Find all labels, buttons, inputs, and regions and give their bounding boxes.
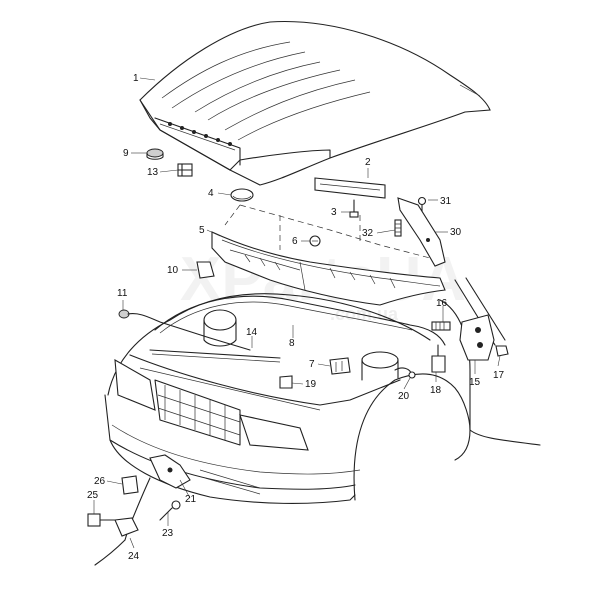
leader-lines xyxy=(93,77,501,549)
callout-18: 18 xyxy=(430,385,442,396)
lock-21 xyxy=(149,454,191,489)
callout-6: 6 xyxy=(292,236,298,247)
seal-strip xyxy=(314,177,386,199)
lever-24 xyxy=(94,477,151,566)
callout-30: 30 xyxy=(450,227,462,238)
release-cable xyxy=(118,309,251,351)
callout-16: 16 xyxy=(436,298,448,309)
callout-32: 32 xyxy=(362,228,374,239)
callout-3: 3 xyxy=(331,207,337,218)
callout-19: 19 xyxy=(305,379,317,390)
callout-26: 26 xyxy=(94,476,106,487)
stay-18 xyxy=(431,344,446,373)
bump-stop xyxy=(146,148,164,160)
cable-end-20 xyxy=(394,367,416,379)
bolt-23 xyxy=(159,500,181,521)
callout-13: 13 xyxy=(147,167,159,178)
bolt-25 xyxy=(87,513,119,527)
callout-1: 1 xyxy=(133,73,139,84)
callout-11: 11 xyxy=(117,288,128,299)
callout-9: 9 xyxy=(123,148,129,159)
callout-21: 21 xyxy=(185,494,197,505)
bonnet xyxy=(139,20,491,186)
callout-4: 4 xyxy=(208,188,214,199)
callout-17: 17 xyxy=(493,370,505,381)
grommet-6 xyxy=(309,235,321,247)
callout-7: 7 xyxy=(309,359,315,370)
watermark-sub: .com.ua xyxy=(330,304,399,324)
clip-26 xyxy=(121,475,139,495)
cap xyxy=(230,188,254,202)
callout-10: 10 xyxy=(167,265,179,276)
callout-14: 14 xyxy=(246,327,258,338)
callout-2: 2 xyxy=(365,157,371,168)
bracket-30 xyxy=(397,197,446,267)
callout-5: 5 xyxy=(199,225,205,236)
callout-24: 24 xyxy=(128,551,140,562)
callout-31: 31 xyxy=(440,196,452,207)
hood-clip xyxy=(177,163,193,177)
callout-25: 25 xyxy=(87,490,99,501)
callout-15: 15 xyxy=(469,377,481,388)
callout-20: 20 xyxy=(398,391,410,402)
latch-7 xyxy=(329,357,351,375)
bolt-32 xyxy=(394,219,402,237)
clip-10 xyxy=(196,261,215,279)
callout-8: 8 xyxy=(289,338,295,349)
callout-23: 23 xyxy=(162,528,174,539)
screw-3 xyxy=(349,199,359,218)
catch-19 xyxy=(279,375,293,389)
cowl-panel xyxy=(211,231,446,306)
hinge-15 xyxy=(459,314,495,361)
nut-17 xyxy=(495,345,509,357)
bolt-16 xyxy=(431,321,451,331)
